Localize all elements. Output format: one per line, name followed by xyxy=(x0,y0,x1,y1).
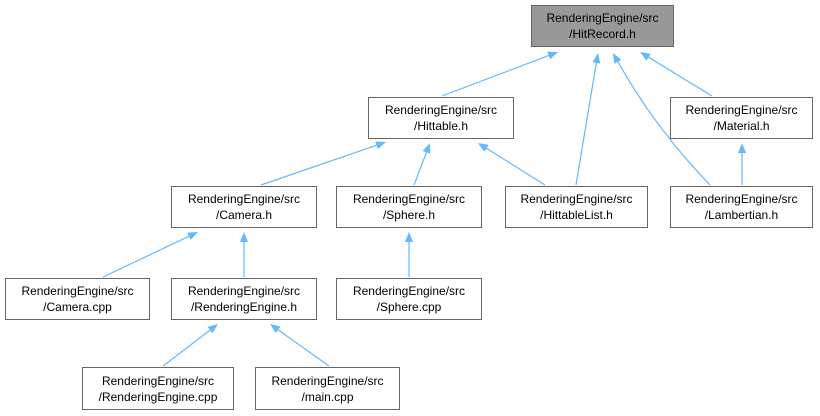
edge-renderingengine-h-to-camera-h-arrowhead xyxy=(240,232,248,242)
edge-hittablelist-h-to-hittable-h-arrowhead xyxy=(478,143,489,152)
node-sphere-h-path: RenderingEngine/src xyxy=(352,192,466,206)
node-camera-h-file: /Camera.h xyxy=(215,208,273,222)
node-sphere-h[interactable]: RenderingEngine/src /Sphere.h xyxy=(336,186,482,228)
edge-renderingengine-cpp-to-renderingengine-h xyxy=(162,328,212,367)
edge-camera-h-to-hittable-h xyxy=(260,144,378,186)
node-main-cpp-path: RenderingEngine/src xyxy=(271,373,384,388)
edge-main-cpp-to-renderingengine-h xyxy=(276,328,330,367)
node-renderingengine-h-file: /RenderingEngine.h xyxy=(190,300,298,314)
node-material-h[interactable]: RenderingEngine/src /Material.h xyxy=(670,97,813,139)
node-material-h-path: RenderingEngine/src xyxy=(685,103,798,117)
edge-camera-cpp-to-camera-h-arrowhead xyxy=(187,232,198,240)
node-camera-cpp-path: RenderingEngine/src xyxy=(21,284,134,298)
edge-material-h-to-hitrecord-h xyxy=(647,56,713,97)
node-sphere-h-file: /Sphere.h xyxy=(382,208,436,222)
node-camera-cpp[interactable]: RenderingEngine/src /Camera.cpp xyxy=(5,278,150,320)
edge-camera-cpp-to-camera-h xyxy=(102,235,191,278)
edge-lambertian-h-to-hitrecord-h-arrowhead xyxy=(613,53,622,64)
node-camera-h[interactable]: RenderingEngine/src /Camera.h xyxy=(171,186,317,228)
node-hittablelist-h[interactable]: RenderingEngine/src /HittableList.h xyxy=(505,186,648,228)
node-hitrecord-h-file: /HitRecord.h xyxy=(569,27,636,41)
edge-camera-h-to-hittable-h-arrowhead xyxy=(375,141,386,150)
node-renderingengine-cpp-path: RenderingEngine/src xyxy=(101,373,215,388)
node-main-cpp[interactable]: RenderingEngine/src /main.cpp xyxy=(255,367,400,410)
node-renderingengine-h[interactable]: RenderingEngine/src /RenderingEngine.h xyxy=(171,278,317,320)
node-renderingengine-h-path: RenderingEngine/src xyxy=(187,284,301,298)
edge-sphere-cpp-to-sphere-h-arrowhead xyxy=(405,232,413,242)
edge-hittablelist-h-to-hitrecord-h xyxy=(575,61,598,186)
node-lambertian-h[interactable]: RenderingEngine/src /Lambertian.h xyxy=(670,186,813,228)
node-sphere-cpp-file: /Sphere.cpp xyxy=(376,300,442,314)
node-sphere-cpp[interactable]: RenderingEngine/src /Sphere.cpp xyxy=(336,278,482,320)
node-hitrecord-h: RenderingEngine/src /HitRecord.h xyxy=(531,5,674,47)
node-renderingengine-cpp-file: /RenderingEngine.cpp xyxy=(98,389,218,404)
node-camera-h-path: RenderingEngine/src xyxy=(187,192,301,206)
edge-hittable-h-to-hitrecord-h-arrowhead xyxy=(547,51,558,60)
edge-hittable-h-to-hitrecord-h xyxy=(441,54,550,97)
node-lambertian-h-file: /Lambertian.h xyxy=(704,208,779,222)
node-lambertian-h-path: RenderingEngine/src xyxy=(685,192,798,206)
node-hittablelist-h-file: /HittableList.h xyxy=(540,208,613,222)
edge-material-h-to-hitrecord-h-arrowhead xyxy=(640,52,651,61)
edge-hittablelist-h-to-hittable-h xyxy=(485,147,546,186)
node-hittable-h[interactable]: RenderingEngine/src /Hittable.h xyxy=(368,97,514,139)
edge-lambertian-h-to-hitrecord-h xyxy=(616,60,711,186)
node-hittable-h-path: RenderingEngine/src xyxy=(384,103,498,117)
edge-sphere-h-to-hittable-h-arrowhead xyxy=(422,143,431,154)
edge-lambertian-h-to-material-h-arrowhead xyxy=(738,143,746,153)
edge-main-cpp-to-renderingengine-h-arrowhead xyxy=(270,324,281,334)
node-main-cpp-file: /main.cpp xyxy=(301,389,354,404)
node-hitrecord-h-path: RenderingEngine/src xyxy=(546,11,659,25)
node-renderingengine-cpp[interactable]: RenderingEngine/src /RenderingEngine.cpp xyxy=(82,367,234,410)
node-hittablelist-h-path: RenderingEngine/src xyxy=(520,192,633,206)
edge-renderingengine-cpp-to-renderingengine-h-arrowhead xyxy=(207,324,218,334)
node-sphere-cpp-path: RenderingEngine/src xyxy=(352,284,466,298)
node-hittable-h-file: /Hittable.h xyxy=(413,119,469,133)
edge-hittablelist-h-to-hitrecord-h-arrowhead xyxy=(592,53,601,64)
node-material-h-file: /Material.h xyxy=(713,119,770,133)
edge-sphere-h-to-hittable-h xyxy=(413,151,428,186)
node-camera-cpp-file: /Camera.cpp xyxy=(43,300,112,314)
